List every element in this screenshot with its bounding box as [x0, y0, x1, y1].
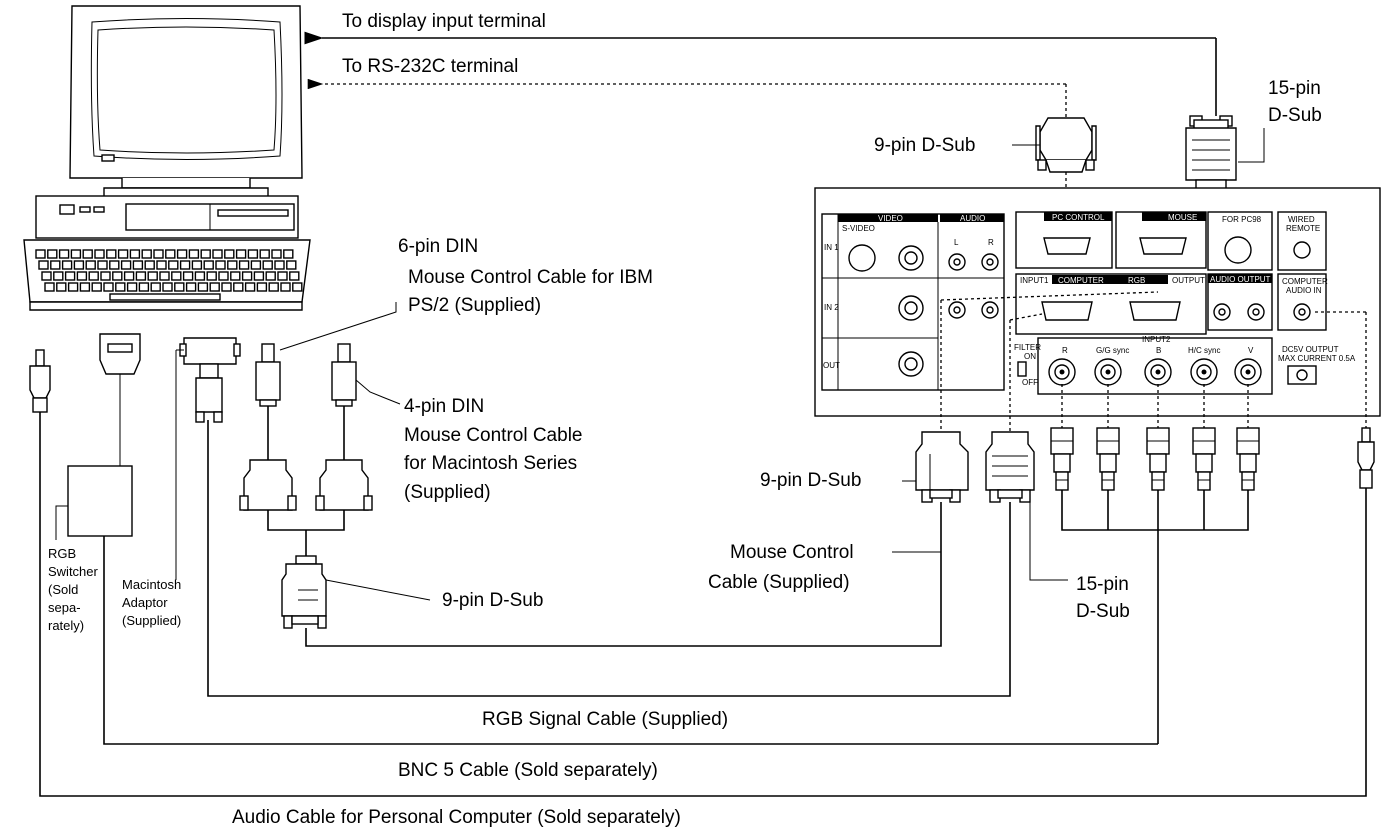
panel-9pin-label: 9-pin D-Sub: [760, 470, 861, 491]
din6-desc-1: Mouse Control Cable for IBM: [408, 267, 653, 288]
projector-rear-panel: VIDEO AUDIO IN 1 IN 2 OUT S-VIDEO L R PC…: [814, 187, 1381, 417]
dc5v-label: DC5V OUTPUT: [1282, 345, 1339, 354]
in2-label: IN 2: [824, 303, 839, 312]
input2-label: INPUT2: [1142, 335, 1171, 344]
macintosh-adaptor-label: Macintosh Adaptor (Supplied): [122, 577, 181, 628]
filter-off-label: OFF: [1022, 378, 1038, 387]
top-15pin-label-a: 15-pin: [1268, 78, 1321, 99]
rgb-label: RGB: [1128, 276, 1145, 285]
bnc-plug-1: [1050, 427, 1074, 491]
top-9pin-label: 9-pin D-Sub: [874, 135, 975, 156]
din6-title: 6-pin DIN: [398, 236, 478, 257]
rgb-signal-cable-label: RGB Signal Cable (Supplied): [482, 709, 728, 730]
audio-plug-left: [29, 349, 51, 413]
rgb-switcher-label: RGB Switcher (Sold sepa- rately): [48, 546, 99, 633]
bnc-r-label: R: [1062, 346, 1068, 355]
mouse-9pin-dsub-connector: [915, 431, 969, 503]
svg-text:RGB: RGB: [48, 546, 76, 561]
rgb-switcher: [67, 333, 141, 560]
top-15pin-label-b: D-Sub: [1268, 105, 1322, 126]
mouse-label: MOUSE: [1168, 213, 1197, 222]
bnc-b-label: B: [1156, 346, 1161, 355]
din6-mouse-cable: [239, 343, 297, 511]
out-label: OUT: [823, 361, 840, 370]
bnc-plug-4: [1192, 427, 1216, 491]
top-15pin-dsub-connector: [1185, 115, 1237, 191]
display-input-line: [304, 31, 1217, 116]
audio-label: AUDIO: [960, 214, 985, 223]
audio-r-label: R: [988, 238, 994, 247]
din4-desc-1: Mouse Control Cable: [404, 425, 582, 446]
remote-label: REMOTE: [1286, 224, 1320, 233]
din4-desc-2: for Macintosh Series: [404, 453, 577, 474]
audio-plug-right: [1357, 427, 1375, 489]
mid-9pin-label: 9-pin D-Sub: [442, 590, 543, 611]
rgb-15pin-dsub-connector: [985, 431, 1035, 503]
audio-output-label: AUDIO OUTPUT: [1210, 275, 1271, 284]
mid-9pin-dsub-connector: [281, 555, 327, 629]
macintosh-adaptor: [179, 337, 241, 423]
output-label: OUTPUT: [1172, 276, 1205, 285]
svg-text:Macintosh: Macintosh: [122, 577, 181, 592]
audio-cable-label: Audio Cable for Personal Computer (Sold …: [232, 807, 681, 828]
bnc-plug-group: [1050, 427, 1260, 491]
svg-text:Adaptor: Adaptor: [122, 595, 168, 610]
computer-audio-label: COMPUTER: [1282, 277, 1328, 286]
bottom-15pin-label-b: D-Sub: [1076, 601, 1130, 622]
personal-computer-icon: [23, 5, 311, 311]
in1-label: IN 1: [824, 243, 839, 252]
svg-text:rately): rately): [48, 618, 84, 633]
bnc-hc-label: H/C sync: [1188, 346, 1220, 355]
din6-desc-2: PS/2 (Supplied): [408, 295, 541, 316]
audio-in-label: AUDIO IN: [1286, 286, 1322, 295]
svg-text:Switcher: Switcher: [48, 564, 99, 579]
svg-text:sepa-: sepa-: [48, 600, 81, 615]
bnc-g-label: G/G sync: [1096, 346, 1129, 355]
pc-control-label: PC CONTROL: [1052, 213, 1105, 222]
filter-on-label: ON: [1024, 352, 1036, 361]
max-current-label: MAX CURRENT 0.5A: [1278, 354, 1356, 363]
rs232-line: [307, 78, 1067, 124]
for-pc98-label: FOR PC98: [1222, 215, 1262, 224]
bnc-v-label: V: [1248, 346, 1254, 355]
svg-text:(Supplied): (Supplied): [122, 613, 181, 628]
svideo-label: S-VIDEO: [842, 224, 875, 233]
bnc-plug-5: [1236, 427, 1260, 491]
din4-title: 4-pin DIN: [404, 396, 484, 417]
to-rs232-label: To RS-232C terminal: [342, 56, 518, 77]
mouse-cable-label-2: Cable (Supplied): [708, 572, 850, 593]
computer-label: COMPUTER: [1058, 276, 1104, 285]
bottom-15pin-label-a: 15-pin: [1076, 574, 1129, 595]
bnc-plug-3: [1146, 427, 1170, 491]
bnc-plug-2: [1096, 427, 1120, 491]
video-label: VIDEO: [878, 214, 903, 223]
wired-label: WIRED: [1288, 215, 1315, 224]
audio-l-label: L: [954, 238, 959, 247]
filter-label: FILTER: [1014, 343, 1041, 352]
input1-label: INPUT1: [1020, 276, 1049, 285]
din4-desc-3: (Supplied): [404, 482, 491, 503]
to-display-label: To display input terminal: [342, 11, 546, 32]
bnc5-cable-label: BNC 5 Cable (Sold separately): [398, 760, 658, 781]
mouse-cable-label-1: Mouse Control: [730, 542, 854, 563]
svg-text:(Sold: (Sold: [48, 582, 78, 597]
top-9pin-dsub-connector: [1035, 117, 1097, 173]
din4-mouse-cable: [315, 343, 373, 511]
